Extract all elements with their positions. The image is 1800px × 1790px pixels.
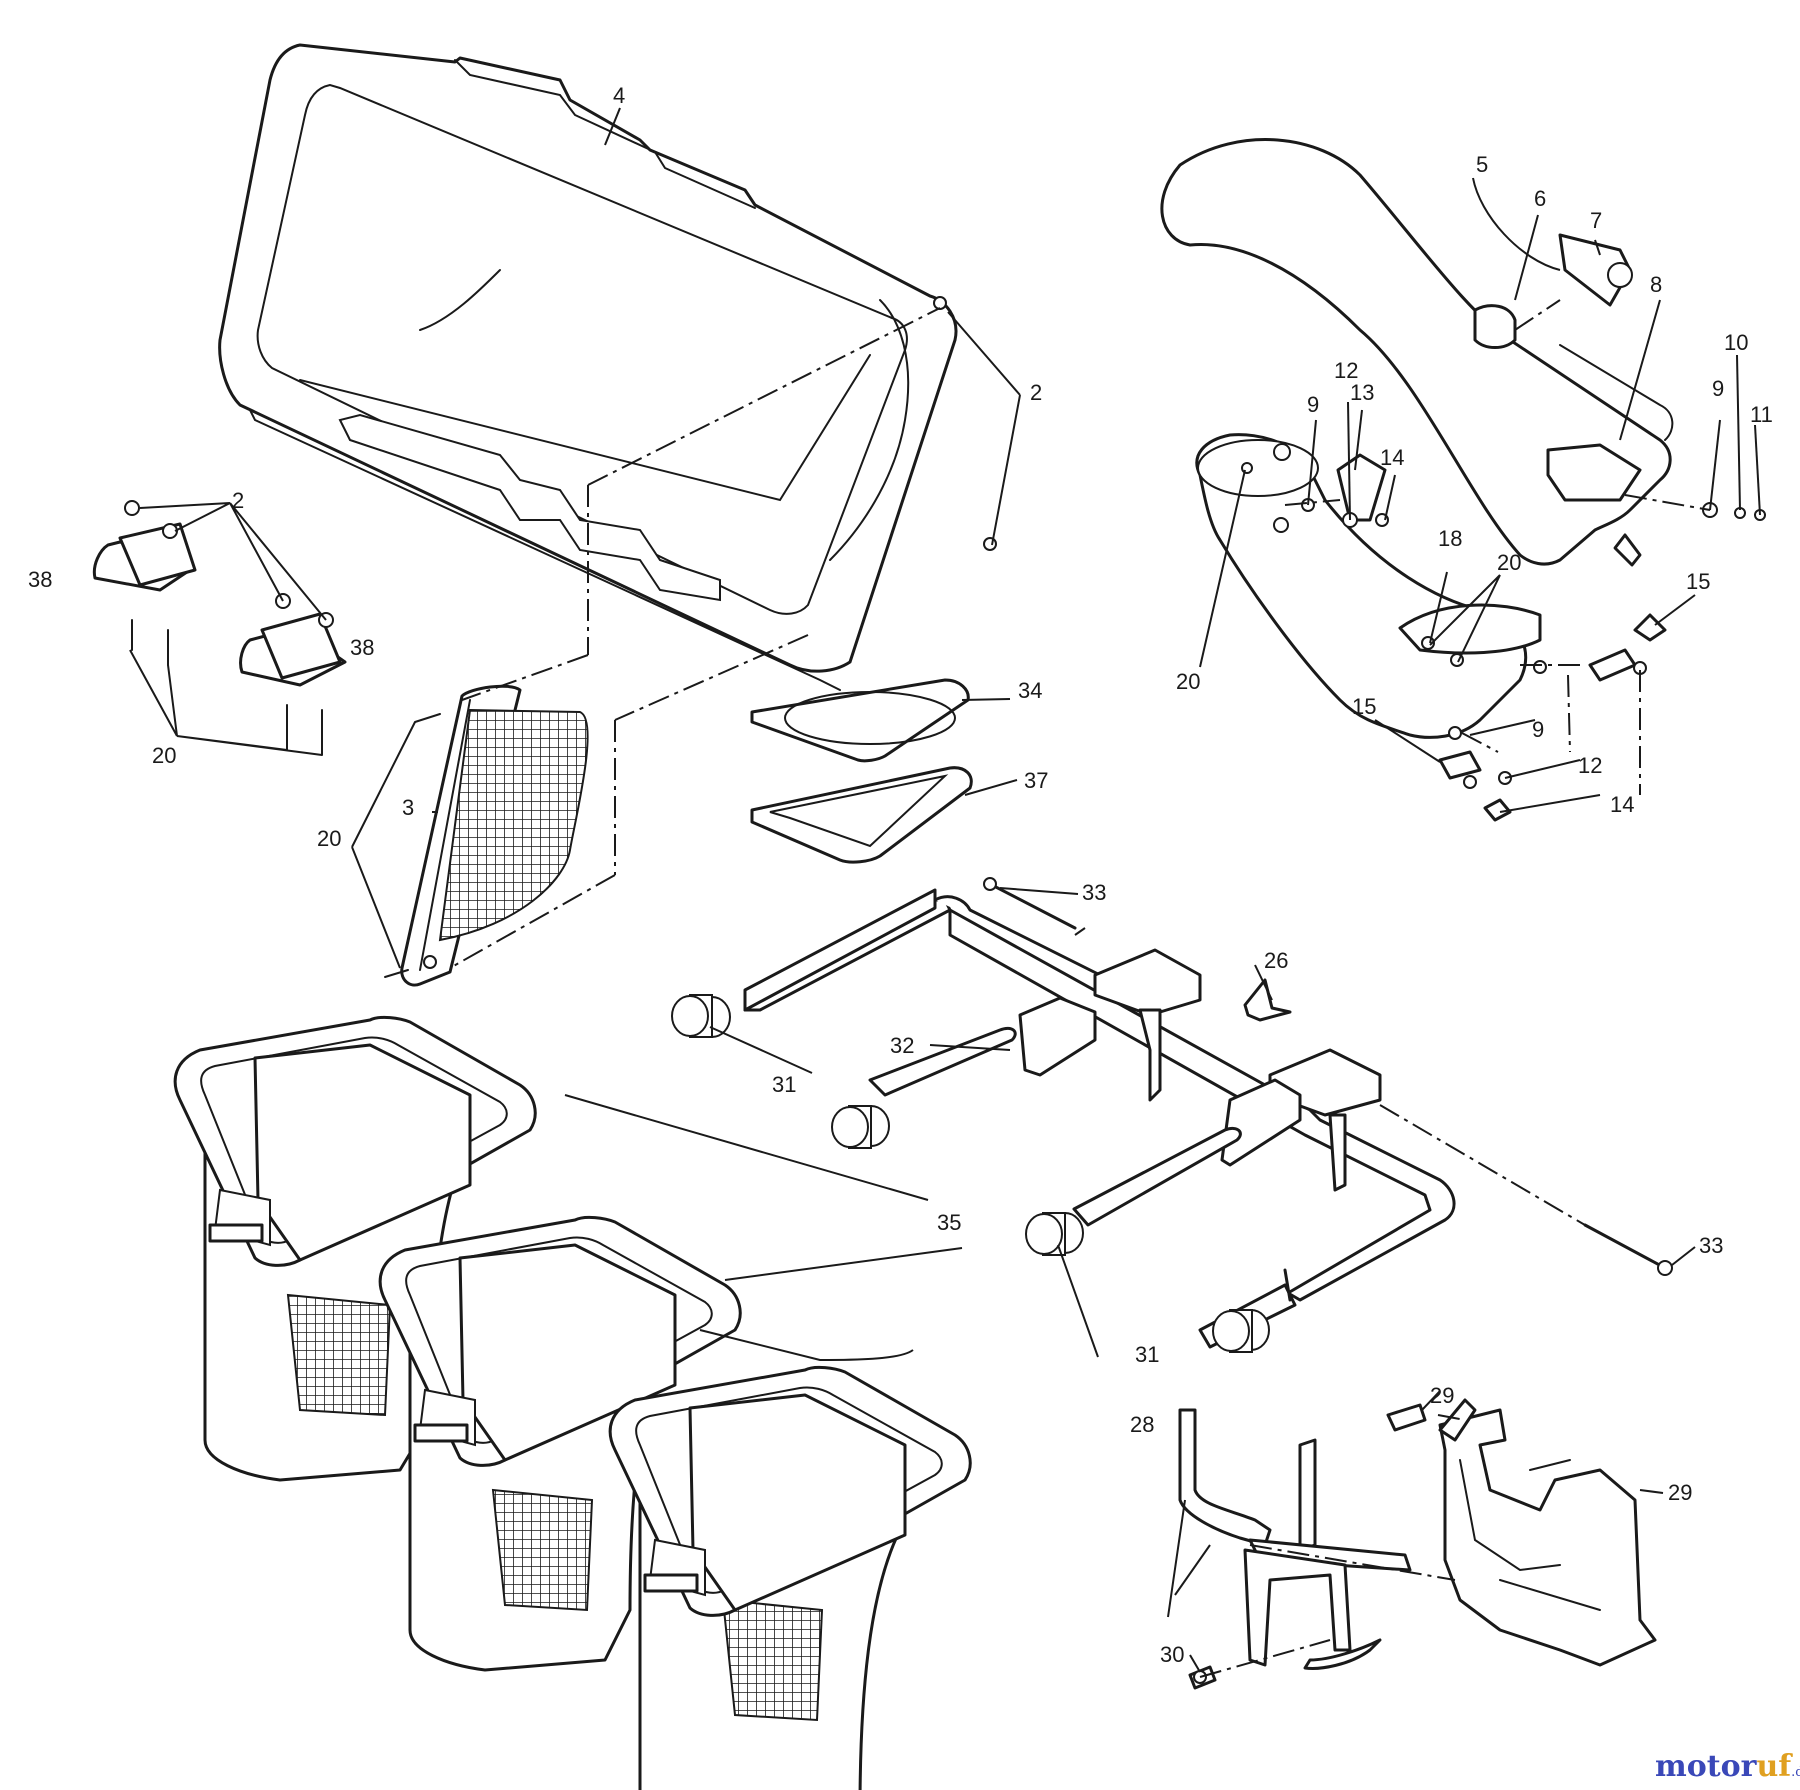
- assembly-lines: [449, 299, 1711, 1678]
- bag-1: [173, 1015, 537, 1482]
- callout-4: 4: [613, 83, 625, 108]
- callout-14: 14: [1380, 445, 1404, 470]
- chute-latch-6-7: [1473, 233, 1633, 349]
- callout-28: 28: [1130, 1412, 1154, 1437]
- hopper-lid: [218, 43, 997, 691]
- callout-38: 38: [350, 635, 374, 660]
- callout-31: 31: [1135, 1342, 1159, 1367]
- callout-10: 10: [1724, 330, 1748, 355]
- bag-frame: [743, 888, 1456, 1349]
- chute-lower: [1195, 433, 1542, 739]
- watermark-suffix: .de: [1791, 1765, 1800, 1780]
- callout-5: 5: [1476, 152, 1488, 177]
- frame-pins: [983, 877, 1673, 1276]
- frame-rollers: [671, 994, 1270, 1353]
- callout-38: 38: [28, 567, 52, 592]
- mesh-screen: [384, 684, 589, 987]
- callout-6: 6: [1534, 186, 1546, 211]
- callout-7: 7: [1590, 208, 1602, 233]
- bag-3: [608, 1365, 972, 1790]
- callout-2: 2: [1030, 380, 1042, 405]
- chassis-plate: [1188, 1398, 1657, 1690]
- bracket-left: [92, 500, 197, 666]
- chute-upper: [1160, 138, 1674, 567]
- callout-11: 11: [1750, 402, 1773, 427]
- leader-lines: [129, 107, 1761, 1673]
- callout-13: 13: [1350, 380, 1374, 405]
- callout-14: 14: [1610, 792, 1634, 817]
- callout-33: 33: [1082, 880, 1106, 905]
- callout-3: 3: [402, 795, 414, 820]
- callout-26: 26: [1264, 948, 1288, 973]
- callout-12: 12: [1334, 358, 1358, 383]
- callout-15: 15: [1352, 694, 1376, 719]
- callout-20: 20: [317, 826, 341, 851]
- callout-labels: 4 2 2 38 38 20 20 3 34 37 5 6 7 8 10 9 1…: [28, 83, 1773, 1667]
- callout-37: 37: [1024, 768, 1048, 793]
- callout-2: 2: [232, 488, 244, 513]
- callout-30: 30: [1160, 1642, 1184, 1667]
- watermark-logo: motoruf.de: [1655, 1749, 1800, 1784]
- callout-32: 32: [890, 1033, 914, 1058]
- callout-20: 20: [1497, 550, 1521, 575]
- gasket-34: [750, 678, 970, 763]
- callout-33: 33: [1699, 1233, 1723, 1258]
- callout-9: 9: [1307, 392, 1319, 417]
- svg-text:motoruf.de: motoruf.de: [1655, 1749, 1800, 1784]
- callout-18: 18: [1438, 526, 1462, 551]
- callout-20: 20: [1176, 669, 1200, 694]
- callout-29: 29: [1430, 1383, 1454, 1408]
- watermark-part2: uf: [1756, 1749, 1793, 1784]
- callout-15: 15: [1686, 569, 1710, 594]
- callout-35: 35: [937, 1210, 961, 1235]
- callout-9: 9: [1712, 376, 1724, 401]
- callout-31: 31: [772, 1072, 796, 1097]
- callout-12: 12: [1578, 753, 1602, 778]
- bracket-right: [239, 593, 347, 756]
- callout-9: 9: [1532, 717, 1544, 742]
- callout-29: 29: [1668, 1480, 1692, 1505]
- watermark-part1: motor: [1655, 1749, 1758, 1784]
- callout-34: 34: [1018, 678, 1042, 703]
- callout-20: 20: [152, 743, 176, 768]
- callout-8: 8: [1650, 272, 1662, 297]
- mount-bracket-28: [1178, 1408, 1412, 1670]
- gasket-37: [750, 766, 973, 864]
